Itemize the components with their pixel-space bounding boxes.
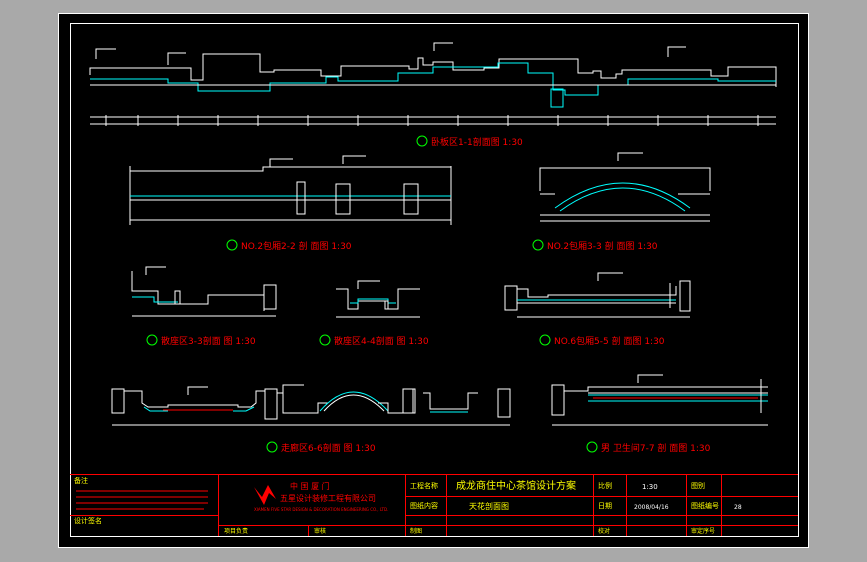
title-section-6-6: 走廊区6-6剖面 图 1:30	[281, 442, 376, 454]
project-label: 工程名称	[410, 481, 438, 490]
picture-type-label: 图别	[691, 481, 705, 490]
section-6-6-profile	[111, 384, 511, 426]
title-marker-3	[532, 239, 544, 251]
manager-label: 项目负责	[224, 527, 248, 535]
section-4-4-profile	[336, 280, 420, 318]
section-7-7-profile	[551, 374, 768, 426]
section-1-1-profile	[89, 42, 777, 125]
sheet-number-label: 图纸编号	[691, 501, 719, 510]
title-marker-1	[416, 135, 428, 147]
title-block	[70, 474, 798, 536]
inner-border	[70, 23, 799, 537]
drawing-sheet: 卧板区1-1剖面图 1:30 NO.2包厢2-2 剖 面图 1:30 NO.2包…	[58, 13, 809, 548]
company-name-english: XIAMEN FIVE STAR DESIGN & DECORATION ENG…	[254, 507, 388, 512]
section-titles: 卧板区1-1剖面图 1:30 NO.2包厢2-2 剖 面图 1:30 NO.2包…	[146, 135, 711, 454]
title-section-1-1: 卧板区1-1剖面图 1:30	[431, 136, 523, 148]
section-2-2-profile	[129, 155, 452, 225]
scale-label: 比例	[598, 481, 612, 490]
check-label: 校对	[598, 527, 610, 535]
scale-value: 1:30	[642, 483, 658, 491]
notes-label: 备注	[74, 476, 88, 485]
title-marker-6	[539, 334, 551, 346]
section-3-3-small-profile	[131, 266, 277, 317]
title-section-4-4: 散座区4-4剖面 图 1:30	[334, 335, 429, 347]
company-name-line1: 中 国 厦 门	[290, 481, 330, 491]
designer-label: 设计签名	[74, 516, 102, 525]
dimension-ticks-1	[105, 115, 759, 126]
title-marker-5	[319, 334, 331, 346]
title-section-2-2: NO.2包厢2-2 剖 面图 1:30	[241, 240, 352, 252]
title-marker-7	[266, 441, 278, 453]
sheet-number-value: 28	[734, 504, 742, 511]
project-name: 成龙商住中心茶馆设计方案	[456, 479, 576, 492]
approve-label: 审定序号	[691, 527, 715, 535]
drawing-name: 天花剖面图	[469, 501, 509, 511]
title-section-7-7: 男 卫生间7-7 剖 面图 1:30	[601, 442, 711, 454]
company-name-line2: 五星设计装修工程有限公司	[280, 493, 376, 503]
company-logo	[254, 485, 276, 505]
title-section-5-5: NO.6包厢5-5 剖 面图 1:30	[554, 335, 665, 347]
section-3-3-arch-profile	[539, 152, 711, 222]
drawing-label: 图纸内容	[410, 501, 438, 510]
title-marker-2	[226, 239, 238, 251]
outer-border	[58, 13, 809, 548]
notes-lines	[76, 490, 208, 510]
title-section-3-3: NO.2包厢3-3 剖 面图 1:30	[547, 240, 658, 252]
title-marker-4	[146, 334, 158, 346]
date-value: 2008/04/16	[634, 504, 669, 511]
cad-drawing: 卧板区1-1剖面图 1:30 NO.2包厢2-2 剖 面图 1:30 NO.2包…	[58, 13, 809, 548]
date-label: 日期	[598, 502, 612, 510]
title-section-3-3b: 散座区3-3剖面 图 1:30	[161, 335, 256, 347]
draw-label: 制图	[410, 527, 422, 535]
section-5-5-profile	[504, 272, 691, 318]
review-label: 审核	[314, 527, 326, 535]
title-marker-8	[586, 441, 598, 453]
